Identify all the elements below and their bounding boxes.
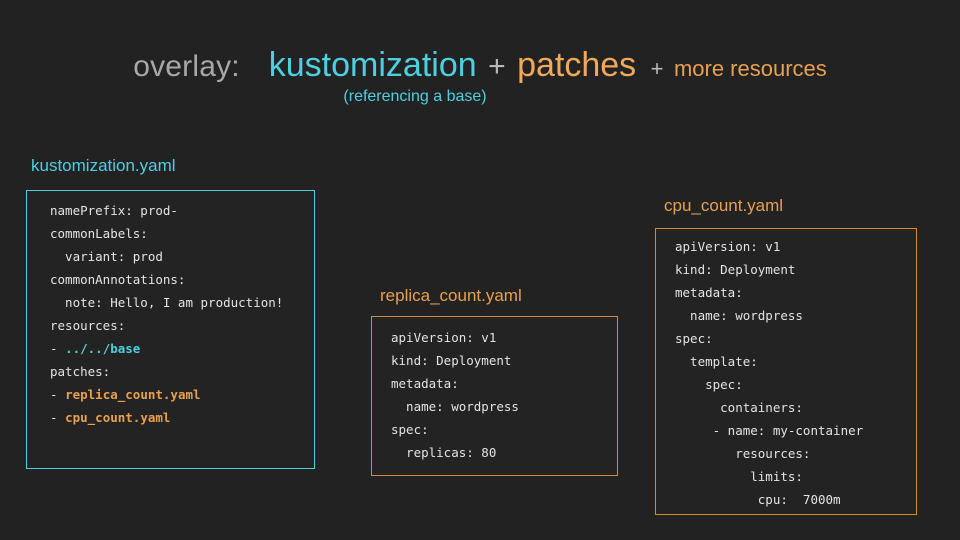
file-card-cpu-count bbox=[655, 228, 917, 515]
code-text: patches: bbox=[50, 364, 111, 379]
code-text: resources: bbox=[675, 446, 811, 461]
code-text: metadata: bbox=[675, 285, 743, 300]
heading-subtitle: (referencing a base) bbox=[343, 88, 487, 105]
code-line: variant: prod bbox=[50, 245, 283, 268]
code-text: limits: bbox=[675, 469, 803, 484]
heading-overlay-label: overlay: bbox=[133, 50, 240, 83]
code-line: template: bbox=[675, 350, 863, 373]
code-text: note: Hello, I am production! bbox=[50, 295, 284, 310]
code-list-dash: - bbox=[50, 341, 66, 356]
code-text: spec: bbox=[675, 377, 743, 392]
code-text: namePrefix: prod- bbox=[50, 203, 178, 218]
code-text: resources: bbox=[50, 318, 126, 333]
code-line: spec: bbox=[391, 418, 519, 441]
code-line: spec: bbox=[675, 373, 863, 396]
code-text: apiVersion: v1 bbox=[675, 239, 781, 254]
code-line: kind: Deployment bbox=[675, 258, 863, 281]
heading-more-resources: more resources bbox=[673, 56, 827, 81]
code-line: metadata: bbox=[675, 281, 863, 304]
code-line: kind: Deployment bbox=[391, 349, 519, 372]
file-label-cpu-count: cpu_count.yaml bbox=[664, 196, 784, 215]
code-line: replicas: 80 bbox=[391, 441, 519, 464]
code-line: cpu: 7000m bbox=[675, 488, 863, 511]
code-text: commonAnnotations: bbox=[50, 272, 186, 287]
code-line: apiVersion: v1 bbox=[675, 235, 863, 258]
code-text: kind: Deployment bbox=[675, 262, 796, 277]
code-text: kind: Deployment bbox=[391, 353, 512, 368]
code-text: apiVersion: v1 bbox=[391, 330, 497, 345]
heading-patches: patches bbox=[517, 46, 637, 84]
code-text: name: wordpress bbox=[391, 399, 519, 414]
code-line: patches: bbox=[50, 360, 283, 383]
code-line: namePrefix: prod- bbox=[50, 199, 283, 222]
code-text: name: wordpress bbox=[675, 308, 803, 323]
code-line: spec: bbox=[675, 327, 863, 350]
code-text: replica_count.yaml bbox=[65, 387, 201, 402]
code-text: spec: bbox=[391, 422, 429, 437]
code-line: note: Hello, I am production! bbox=[50, 291, 283, 314]
slide-heading: overlay: kustomization + patches + more … bbox=[0, 46, 960, 84]
heading-plus-first: + bbox=[488, 50, 506, 83]
code-line: apiVersion: v1 bbox=[391, 326, 519, 349]
code-text: - name: my-container bbox=[675, 423, 864, 438]
code-line: name: wordpress bbox=[391, 395, 519, 418]
code-text: template: bbox=[675, 354, 758, 369]
code-line: commonLabels: bbox=[50, 222, 283, 245]
code-text: spec: bbox=[675, 331, 713, 346]
file-label-kustomization: kustomization.yaml bbox=[31, 156, 176, 175]
code-text: variant: prod bbox=[50, 249, 163, 264]
code-line: - cpu_count.yaml bbox=[50, 406, 283, 429]
code-line: - replica_count.yaml bbox=[50, 383, 283, 406]
code-line: containers: bbox=[675, 396, 863, 419]
code-text: replicas: 80 bbox=[391, 445, 497, 460]
code-text: ../../base bbox=[65, 341, 141, 356]
code-line: metadata: bbox=[391, 372, 519, 395]
code-line: resources: bbox=[50, 314, 283, 337]
code-line: resources: bbox=[675, 442, 863, 465]
file-card-kustomization bbox=[26, 190, 315, 469]
file-card-replica-count bbox=[371, 316, 618, 476]
heading-plus-second: + bbox=[650, 56, 664, 81]
file-label-replica-count: replica_count.yaml bbox=[380, 286, 522, 305]
code-text: commonLabels: bbox=[50, 226, 148, 241]
heading-kustomization: kustomization bbox=[268, 46, 477, 84]
code-text: metadata: bbox=[391, 376, 459, 391]
code-text: cpu_count.yaml bbox=[65, 410, 171, 425]
code-text: containers: bbox=[675, 400, 803, 415]
code-list-dash: - bbox=[50, 387, 66, 402]
code-line: commonAnnotations: bbox=[50, 268, 283, 291]
code-line: limits: bbox=[675, 465, 863, 488]
code-line: - name: my-container bbox=[675, 419, 864, 442]
code-text: cpu: 7000m bbox=[675, 492, 841, 507]
code-block-kustomization: namePrefix: prod-commonLabels: variant: … bbox=[50, 199, 283, 429]
code-line: - ../../base bbox=[50, 337, 283, 360]
code-list-dash: - bbox=[50, 410, 66, 425]
code-line: name: wordpress bbox=[675, 304, 863, 327]
